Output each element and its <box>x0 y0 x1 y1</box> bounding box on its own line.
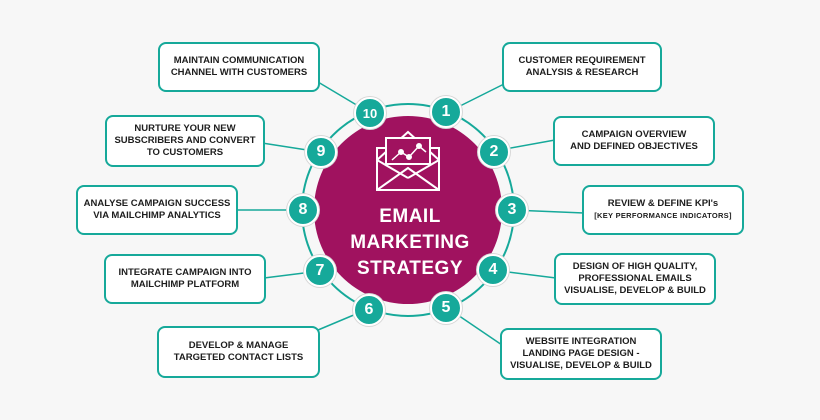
step-box-1: CUSTOMER REQUIREMENT ANALYSIS & RESEARCH <box>502 42 662 92</box>
step-7-line-2: MAILCHIMP PLATFORM <box>130 279 240 290</box>
step-9-line-3: TO CUSTOMERS <box>146 147 224 158</box>
step-8-line-1: ANALYSE CAMPAIGN SUCCESS <box>83 198 231 209</box>
center-title-line-1: EMAIL <box>379 206 441 227</box>
step-4-line-2: PROFESSIONAL EMAILS <box>578 273 692 284</box>
center-title-line-3: STRATEGY <box>356 258 464 279</box>
step-box-5: WEBSITE INTEGRATION LANDING PAGE DESIGN … <box>500 328 662 380</box>
step-10-number: 10 <box>354 97 386 129</box>
step-4-line-1: DESIGN OF HIGH QUALITY, <box>572 261 698 272</box>
step-3-line-1: REVIEW & DEFINE KPI's <box>607 198 719 209</box>
step-5-number: 5 <box>430 292 462 324</box>
step-1-line-1: CUSTOMER REQUIREMENT <box>518 55 646 66</box>
email-chart-icon <box>376 130 440 191</box>
step-box-2: CAMPAIGN OVERVIEW AND DEFINED OBJECTIVES <box>553 116 715 166</box>
step-5-line-3: VISUALISE, DEVELOP & BUILD <box>510 360 652 371</box>
step-2-line-1: CAMPAIGN OVERVIEW <box>581 129 687 140</box>
step-3-number: 3 <box>496 194 528 226</box>
center-circle <box>314 116 502 304</box>
step-7-number: 7 <box>304 255 336 287</box>
step-box-6: DEVELOP & MANAGE TARGETED CONTACT LISTS <box>157 326 320 378</box>
step-8-line-2: VIA MAILCHIMP ANALYTICS <box>93 210 221 221</box>
step-2-line-2: AND DEFINED OBJECTIVES <box>570 141 698 152</box>
step-3-line-2: [KEY PERFORMANCE INDICATORS] <box>594 211 732 220</box>
step-6-number: 6 <box>353 294 385 326</box>
step-6-line-1: DEVELOP & MANAGE <box>188 340 289 351</box>
step-4-number: 4 <box>477 254 509 286</box>
center-title-line-2: MARKETING <box>350 232 470 253</box>
step-box-8: ANALYSE CAMPAIGN SUCCESS VIA MAILCHIMP A… <box>76 185 238 235</box>
step-5-line-1: WEBSITE INTEGRATION <box>525 336 637 347</box>
step-8-number: 8 <box>287 194 319 226</box>
step-10-line-2: CHANNEL WITH CUSTOMERS <box>170 67 308 78</box>
step-5-line-2: LANDING PAGE DESIGN - <box>522 348 640 359</box>
step-10-line-1: MAINTAIN COMMUNICATION <box>173 55 305 66</box>
step-1-number: 1 <box>430 96 462 128</box>
step-box-3: REVIEW & DEFINE KPI's [KEY PERFORMANCE I… <box>582 185 744 235</box>
step-box-4: DESIGN OF HIGH QUALITY, PROFESSIONAL EMA… <box>554 253 716 305</box>
step-9-number: 9 <box>305 136 337 168</box>
step-1-line-2: ANALYSIS & RESEARCH <box>525 67 639 78</box>
step-2-number: 2 <box>478 136 510 168</box>
step-9-line-1: NURTURE YOUR NEW <box>134 123 236 134</box>
step-box-9: NURTURE YOUR NEW SUBSCRIBERS AND CONVERT… <box>105 115 265 167</box>
step-box-7: INTEGRATE CAMPAIGN INTO MAILCHIMP PLATFO… <box>104 254 266 304</box>
step-6-line-2: TARGETED CONTACT LISTS <box>173 352 304 363</box>
step-7-line-1: INTEGRATE CAMPAIGN INTO <box>118 267 252 278</box>
step-4-line-3: VISUALISE, DEVELOP & BUILD <box>564 285 706 296</box>
step-box-10: MAINTAIN COMMUNICATION CHANNEL WITH CUST… <box>158 42 320 92</box>
step-9-line-2: SUBSCRIBERS AND CONVERT <box>114 135 256 146</box>
